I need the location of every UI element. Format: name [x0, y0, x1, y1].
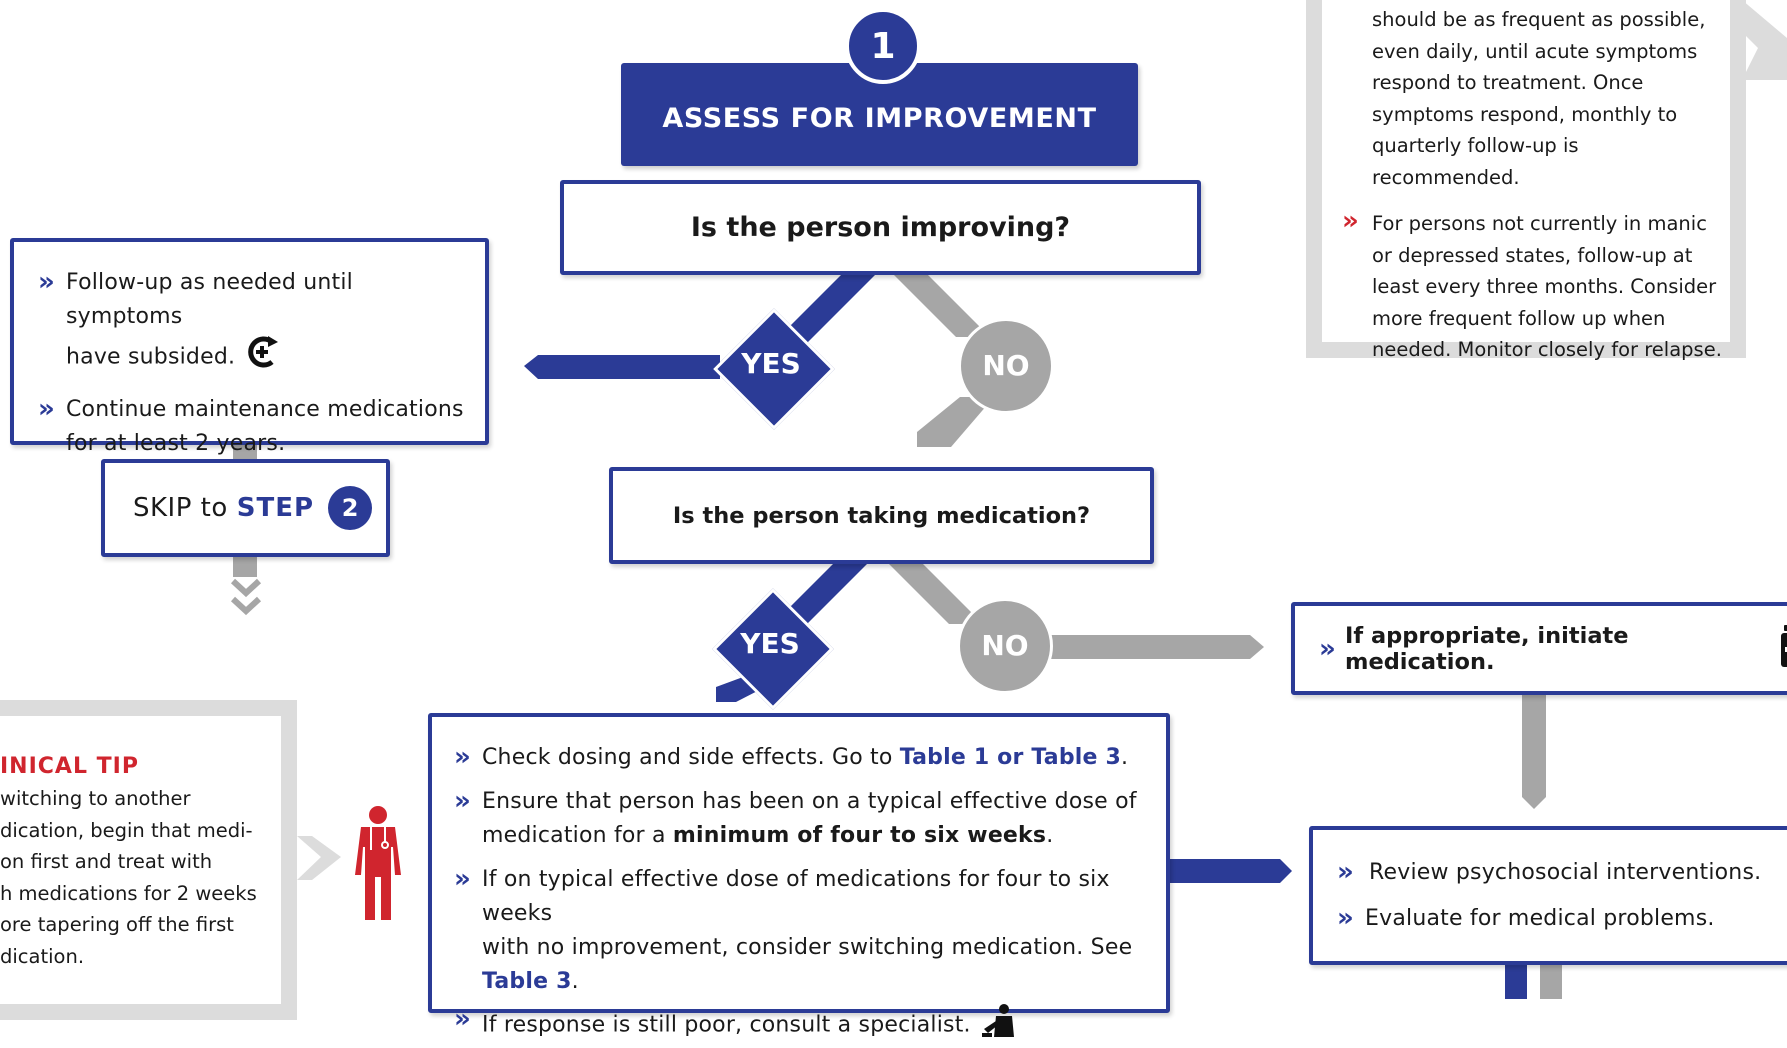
- followup-bullet-line-2: least every three months. Consider: [1372, 275, 1717, 298]
- bullet-chevron: »: [1337, 857, 1354, 887]
- skip-to-step2-box[interactable]: SKIP to STEP 2: [101, 459, 390, 557]
- bullet-chevron: »: [454, 864, 471, 894]
- initiate-medication-box: » If appropriate, initiate medication.: [1291, 602, 1787, 695]
- no2-right-arrow: [1050, 635, 1264, 659]
- bullet-chevron: »: [454, 786, 471, 816]
- followup-line-2: respond to treatment. Once: [1372, 71, 1644, 94]
- clinical-tip-line-2: on first and treat with: [0, 850, 213, 873]
- followup-line-4: quarterly follow-up is recommended.: [1372, 134, 1579, 189]
- improving-item1-line2: have subsided.: [66, 344, 236, 370]
- followup-bullet-line-3: more frequent follow up when: [1372, 306, 1666, 330]
- med-to-review-arrow: [1168, 859, 1292, 883]
- no-decision-1: NO: [958, 318, 1054, 414]
- clinical-tip-line-1: dication, begin that medi-: [0, 818, 253, 842]
- yes-left-arrow: [524, 355, 720, 379]
- med-item-effective-dose: » Ensure that person has been on a typic…: [454, 786, 1137, 848]
- med-item4-text: If response is still poor, consult a spe…: [482, 1012, 971, 1038]
- review-bottom-blue: [1505, 963, 1527, 999]
- followup-frequency-box: should be as frequent as possible, even …: [1306, 0, 1746, 361]
- q1-yes-connector: [774, 274, 876, 342]
- review-item2-text: Evaluate for medical problems.: [1365, 906, 1715, 931]
- q1-no-connector: [893, 274, 990, 337]
- q2-yes-connector: [774, 563, 868, 623]
- no-to-q2-connector: [917, 397, 994, 447]
- bullet-chevron: »: [38, 267, 55, 297]
- med-item2-line1: Ensure that person has been on a typical…: [482, 789, 1137, 814]
- initiate-down-arrow: [1522, 694, 1546, 809]
- followup-bullet: » For persons not currently in manic or …: [1342, 206, 1730, 366]
- improving-item2-line1: Continue maintenance medications: [66, 397, 464, 422]
- followup-bullet-line-1: or depressed states, follow-up at: [1372, 243, 1693, 267]
- improving-item1-line1: Follow-up as needed until symptoms: [66, 270, 353, 329]
- med-item-check-dosing: » Check dosing and side effects. Go to T…: [454, 742, 1129, 772]
- improving-item-followup: » Follow-up as needed until symptoms hav…: [38, 266, 465, 381]
- followup-bullet-line-0: For persons not currently in manic: [1372, 212, 1707, 235]
- question-improving: Is the person improving?: [560, 180, 1201, 275]
- improving-actions-box: » Follow-up as needed until symptoms hav…: [10, 238, 489, 456]
- yes-decision-2: YES: [712, 588, 834, 710]
- med-item-switch: » If on typical effective dose of medica…: [454, 864, 1133, 994]
- add-follow-up-icon: [246, 334, 280, 381]
- skip-step-word: STEP: [236, 493, 315, 523]
- review-item-psychosocial: » Review psychosocial interventions.: [1337, 856, 1787, 890]
- table-3-link[interactable]: Table 3: [482, 969, 572, 994]
- review-bottom-gray: [1540, 963, 1562, 999]
- specialist-consult-icon: [981, 1003, 1018, 1048]
- skip-step-number: 2: [341, 494, 359, 522]
- question-improving-text: Is the person improving?: [690, 212, 1071, 243]
- followup-line-1: even daily, until acute symptoms: [1372, 39, 1698, 63]
- med-item3-line1: If on typical effective dose of medicati…: [482, 867, 1110, 926]
- step1-number: 1: [870, 25, 896, 67]
- medication-check-box: » Check dosing and side effects. Go to T…: [428, 713, 1170, 1038]
- clinical-tip-box: INICAL TIP witching to another dication,…: [0, 700, 297, 1020]
- step1-header: ASSESS FOR IMPROVEMENT: [621, 63, 1138, 166]
- bullet-chevron-red: »: [1342, 206, 1359, 236]
- med-item1-text: Check dosing and side effects. Go to: [482, 745, 900, 770]
- clinical-tip-line-4: ore tapering off the first: [0, 913, 234, 936]
- clinical-tip-line-5: dication.: [0, 944, 85, 968]
- yes-label-1: YES: [741, 347, 801, 380]
- question-taking-medication: Is the person taking medication?: [609, 467, 1154, 564]
- step1-title: ASSESS FOR IMPROVEMENT: [662, 103, 1097, 134]
- initiate-text: If appropriate, initiate medication.: [1345, 622, 1629, 675]
- min-weeks-emphasis: minimum of four to six weeks: [672, 823, 1047, 848]
- clinical-tip-title: INICAL TIP: [0, 754, 139, 779]
- medication-bottle-icon: [1781, 624, 1787, 673]
- bullet-chevron: »: [454, 742, 471, 772]
- yes-decision-1: YES: [713, 308, 835, 430]
- clinician-figure-icon: [353, 805, 403, 920]
- bullet-chevron: »: [1319, 633, 1336, 664]
- skip-step-number-badge: 2: [328, 486, 373, 530]
- clinical-tip-line-0: witching to another: [0, 787, 191, 810]
- skip-prefix: SKIP to: [133, 493, 228, 523]
- review-item1-text: Review psychosocial interventions.: [1369, 860, 1762, 885]
- improving-to-skip-connector: [233, 443, 257, 461]
- no-decision-2: NO: [957, 598, 1053, 694]
- no-label-1: NO: [982, 349, 1030, 382]
- review-item-medical: » Evaluate for medical problems.: [1337, 902, 1787, 936]
- bullet-chevron: »: [454, 1004, 471, 1034]
- bullet-chevron: »: [1337, 903, 1354, 933]
- followup-line-3: symptoms respond, monthly to: [1372, 102, 1678, 126]
- clinical-tip-line-3: h medications for 2 weeks: [0, 881, 257, 905]
- improving-item2-line2: for at least 2 years.: [66, 431, 286, 456]
- followup-line-0: should be as frequent as possible,: [1372, 8, 1706, 31]
- question-medication-text: Is the person taking medication?: [672, 502, 1091, 529]
- bullet-chevron: »: [38, 394, 55, 424]
- step1-number-badge: 1: [845, 8, 921, 84]
- double-chevron-down-icon: [229, 577, 263, 619]
- review-interventions-box: » Review psychosocial interventions. » E…: [1309, 826, 1787, 965]
- q2-no-connector: [888, 563, 983, 624]
- med-item-specialist: » If response is still poor, consult a s…: [454, 1003, 1146, 1048]
- no-label-2: NO: [981, 629, 1029, 662]
- table-1-or-3-link[interactable]: Table 1 or Table 3: [899, 745, 1122, 770]
- improving-item-maintenance: » Continue maintenance medications for a…: [38, 393, 465, 461]
- clinical-tip-arrow: [297, 836, 341, 880]
- followup-bullet-line-4: needed. Monitor closely for relapse.: [1372, 338, 1722, 361]
- skip-down-connector: [233, 555, 257, 577]
- yes-label-2: YES: [740, 627, 800, 660]
